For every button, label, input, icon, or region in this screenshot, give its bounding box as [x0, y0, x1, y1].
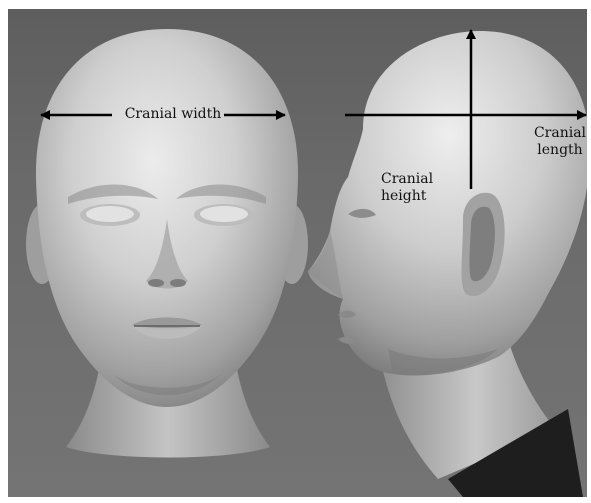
front-head [26, 29, 308, 458]
cranial-length-label-line2: length [533, 142, 587, 159]
head-measurement-figure: Cranial width Cranial height Cranial len… [8, 9, 587, 497]
front-head-shape [36, 29, 298, 407]
cranial-length-label: Cranial length [533, 125, 587, 159]
cranial-length-label-line1: Cranial [533, 125, 587, 142]
cranial-width-label: Cranial width [124, 106, 222, 123]
head-illustration [8, 9, 587, 497]
cranial-height-label: Cranial height [381, 171, 471, 205]
side-head [308, 31, 587, 497]
